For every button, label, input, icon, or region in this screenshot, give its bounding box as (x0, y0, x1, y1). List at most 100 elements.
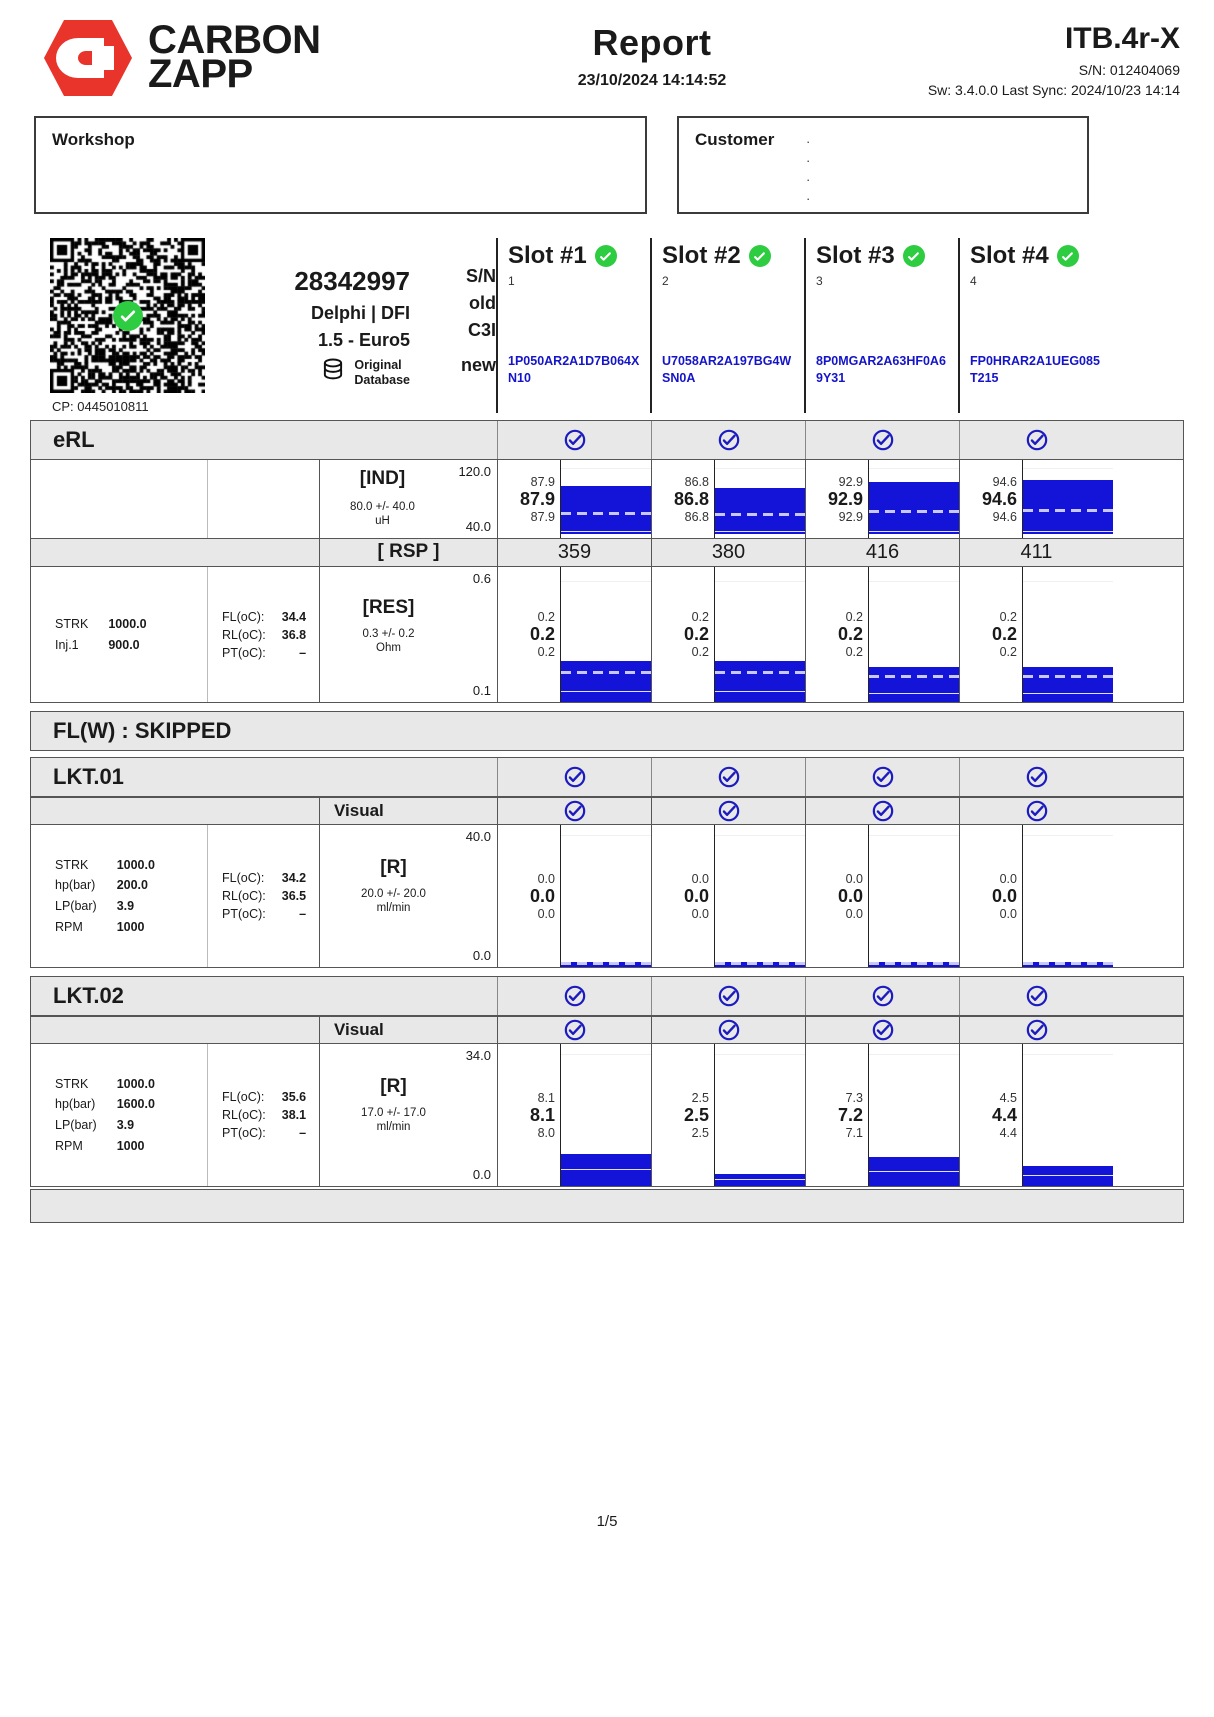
r-value: 0.0 (529, 885, 555, 906)
ind-value: 86.8 (673, 488, 709, 509)
res-unit: Ohm (376, 642, 401, 655)
res-value: 0.2 (683, 624, 709, 644)
param-key: STRK (55, 857, 89, 872)
ind-chart-slot-1: 87.9 87.9 87.9 (497, 460, 651, 538)
customer-line: . (806, 131, 810, 146)
check-circle-icon (1026, 800, 1047, 822)
ind-plot (1022, 460, 1113, 538)
database-line-1: Original (354, 358, 402, 373)
r-value: 2.5 (683, 1104, 709, 1125)
lkt02-plot (560, 1044, 651, 1186)
bottom-spacer-bar (30, 1189, 1184, 1223)
ind-chart-slot-3: 92.9 92.9 92.9 (805, 460, 959, 538)
param-key: STRK (55, 1076, 89, 1091)
r-value: 0.0 (837, 885, 863, 906)
res-value: 0.2 (529, 624, 555, 644)
lkt02-temps: FL(oC):35.6 RL(oC):38.1 PT(oC):– (207, 1044, 319, 1186)
r-hi: 0.0 (537, 871, 555, 886)
injector-brand: Delphi | DFI (310, 303, 410, 323)
workshop-box: Workshop (34, 116, 647, 214)
param-value: 1000.0 (116, 1076, 155, 1091)
ind-lo: 87.9 (530, 509, 555, 524)
lkt02-chart-slot-1: 8.1 8.1 8.0 (497, 1044, 651, 1186)
injector-variant: 1.5 - Euro5 (317, 330, 410, 350)
erl-slot-2-check (651, 421, 805, 459)
res-lo: 0.2 (537, 645, 555, 659)
customer-lines: . . . . (806, 130, 810, 203)
lkt02-visual-slot-3 (805, 1017, 959, 1043)
lkt01-slot-2-check (651, 758, 805, 796)
variant-label: C3I (467, 320, 496, 340)
r-unit: ml/min (376, 1121, 411, 1134)
slot-header-1: Slot #1 1 1P050AR2A1D7B064XN10 (496, 238, 650, 413)
lkt02-plot (868, 1044, 959, 1186)
erl-slot-3-check (805, 421, 959, 459)
lkt01-plot (1022, 825, 1113, 967)
res-chart-slot-3: 0.2 0.2 0.2 (805, 567, 959, 702)
slot-index: 1 (508, 274, 515, 288)
slot-title: Slot #1 (508, 242, 587, 269)
ind-axis-min: 40.0 (465, 519, 491, 534)
res-lo: 0.2 (845, 645, 863, 659)
r-hi: 0.0 (845, 871, 863, 886)
section-title: FL(W) : SKIPPED (53, 718, 232, 743)
param-value: 900.0 (108, 637, 140, 652)
slot-index: 3 (816, 274, 823, 288)
check-circle-icon (1026, 985, 1047, 1007)
r-unit: ml/min (376, 902, 411, 915)
flw-slot-1 (497, 712, 651, 750)
res-plot (560, 567, 651, 702)
check-circle-icon (718, 985, 739, 1007)
temp-key: PT(oC): (222, 907, 266, 921)
temp-key: FL(oC): (222, 609, 265, 624)
param-key: LP(bar) (55, 899, 97, 913)
lkt01-slot-3-check (805, 758, 959, 796)
slot-header-4: Slot #4 4 FP0HRAR2A1UEG085T215 (958, 238, 1112, 413)
ind-axis-max: 120.0 (458, 464, 491, 479)
ind-measurement-row: [IND] 80.0 +/- 40.0 uH 120.0 40.0 87.9 8… (31, 460, 1183, 538)
check-circle-icon (872, 985, 893, 1007)
lkt02-visual-slot-1 (497, 1017, 651, 1043)
check-circle-icon (718, 800, 739, 822)
check-circle-icon (872, 429, 893, 451)
r-hi: 7.3 (845, 1090, 863, 1105)
serial-label: S/N (465, 266, 496, 286)
param-key: LP(bar) (55, 1118, 97, 1132)
lkt02-slot-1-check (497, 977, 651, 1015)
res-hi: 0.2 (691, 610, 709, 624)
param-key: RPM (55, 919, 83, 934)
device-software: Sw: 3.4.0.0 Last Sync: 2024/10/23 14:14 (927, 82, 1180, 98)
report-datetime: 23/10/2024 14:14:52 (577, 72, 727, 89)
param-key: hp(bar) (55, 878, 96, 893)
lkt01-meta: [R] 20.0 +/- 20.0 ml/min 40.0 0.0 (319, 825, 497, 967)
lkt02-slot-4-check (959, 977, 1113, 1015)
lkt02-plot (714, 1044, 805, 1186)
temp-key: RL(oC): (222, 889, 266, 903)
lkt02-chart-slot-3: 7.3 7.2 7.1 (805, 1044, 959, 1186)
r-hi: 0.0 (999, 871, 1017, 886)
res-axis-min: 0.1 (472, 683, 491, 698)
slot-title: Slot #3 (816, 242, 895, 269)
slot-title: Slot #4 (970, 242, 1049, 269)
lkt01-chart-slot-3: 0.0 0.0 0.0 (805, 825, 959, 967)
section-header-flw: FL(W) : SKIPPED (30, 711, 1184, 751)
r-lo: 0.0 (845, 906, 863, 921)
r-axis-min: 0.0 (472, 1167, 491, 1182)
customer-line: . (806, 149, 810, 165)
r-lo: 0.0 (537, 906, 555, 921)
ind-hi: 86.8 (684, 474, 709, 489)
r-axis-min: 0.0 (472, 948, 491, 963)
param-value: 1600.0 (116, 1097, 155, 1112)
r-hi: 4.5 (999, 1090, 1017, 1105)
res-plot (868, 567, 959, 702)
r-lo: 2.5 (691, 1125, 709, 1140)
temp-value: 34.4 (281, 609, 307, 624)
temp-key: RL(oC): (222, 1108, 266, 1122)
customer-line: . (806, 168, 810, 184)
ind-hi: 92.9 (838, 474, 863, 489)
ind-value: 94.6 (981, 488, 1017, 509)
